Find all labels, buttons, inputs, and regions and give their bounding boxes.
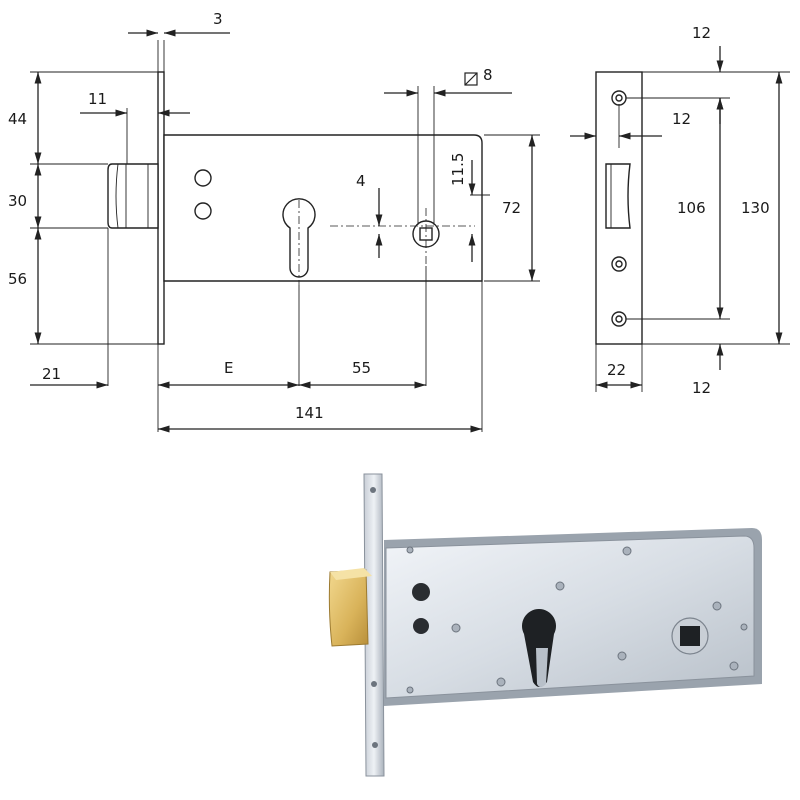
case-hole-bottom — [194, 202, 212, 220]
lock-photo-render — [328, 473, 762, 777]
dim-backset: E — [224, 359, 233, 377]
case-hole-upper — [412, 583, 430, 601]
dim-faceplate-width: 22 — [607, 361, 626, 379]
case-hole-top — [194, 169, 212, 187]
faceplate-screw-1 — [611, 90, 627, 106]
latch-bolt-outline — [107, 163, 159, 229]
brass-latch-bolt — [328, 569, 369, 647]
lock-faceplate — [363, 473, 385, 777]
lock-case-outline — [163, 134, 483, 282]
faceplate-latch-opening — [605, 163, 631, 229]
faceplate-screw-3 — [611, 311, 627, 327]
dim-latch-to-bottom: 56 — [8, 270, 27, 288]
square-spindle-photo — [680, 626, 700, 646]
dim-spindle-height: 11.5 — [449, 153, 467, 186]
dim-screw-bottom-margin: 12 — [692, 379, 711, 397]
dim-screw-spacing: 106 — [677, 199, 706, 217]
lock-case-face — [385, 535, 755, 699]
dim-case-length: 141 — [295, 404, 324, 422]
dimension-lines — [30, 29, 536, 433]
dim-latch-height: 30 — [8, 192, 27, 210]
faceplate-screw-2 — [611, 256, 627, 272]
faceplate-view: 12 12 106 130 22 12 — [570, 24, 790, 397]
square-spindle-icon — [464, 72, 478, 86]
dim-screw-top-margin: 12 — [692, 24, 711, 42]
dim-cylinder-to-spindle: 55 — [352, 359, 371, 377]
dim-cylinder-offset: 4 — [356, 172, 366, 190]
case-hole-lower — [413, 618, 429, 634]
dim-square-spindle: 8 — [483, 66, 493, 84]
lock-body-drawing — [107, 71, 483, 345]
extension-lines — [30, 40, 540, 432]
dim-case-height: 72 — [502, 199, 521, 217]
dim-screw-side-offset: 12 — [672, 110, 691, 128]
dim-latch-offset: 21 — [42, 365, 61, 383]
dim-top-to-latch: 44 — [8, 110, 27, 128]
dim-faceplate-length: 130 — [741, 199, 770, 217]
dim-faceplate-thickness: 3 — [213, 10, 223, 28]
dimension-labels: 3 44 11 30 56 21 E 55 141 72 8 4 11.5 — [8, 10, 521, 422]
dim-latch-projection: 11 — [88, 90, 107, 108]
